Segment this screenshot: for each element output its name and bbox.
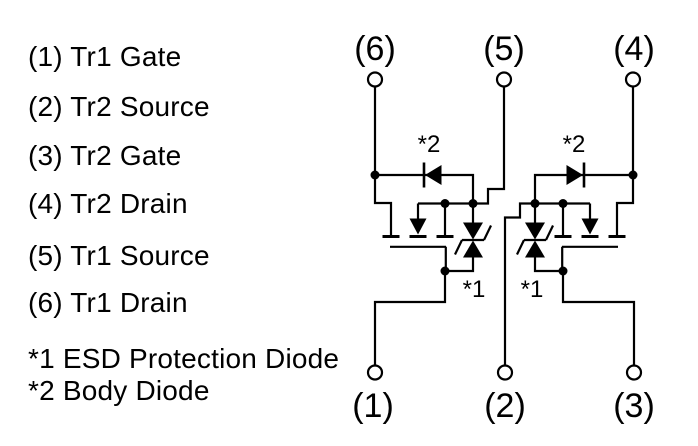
terminal-5-label: (5) bbox=[483, 30, 525, 68]
terminal-3-label: (3) bbox=[613, 387, 655, 425]
tr2-body-diode-mark: *2 bbox=[563, 131, 586, 158]
tr2-body-diode bbox=[566, 162, 586, 188]
pin-label-6: (6) Tr1 Drain bbox=[28, 287, 188, 318]
tr2-esd-bottom-wire bbox=[533, 257, 563, 273]
tr2-gate-line bbox=[561, 271, 636, 365]
tr1-body-arrow bbox=[409, 218, 427, 235]
tr1-esd-lower-triangle bbox=[463, 240, 483, 258]
pin-label-1: (1) Tr1 Gate bbox=[28, 41, 182, 72]
terminal-6-label: (6) bbox=[354, 30, 396, 68]
tr2-drain-line bbox=[615, 87, 635, 235]
terminal-2-pad bbox=[496, 364, 514, 381]
tr2-body-arrow bbox=[581, 218, 599, 235]
tr1-drain-junction-dot bbox=[370, 170, 380, 180]
tr1-esd-diode bbox=[445, 203, 492, 273]
note-esd-protection-diode: *1 ESD Protection Diode bbox=[28, 343, 340, 374]
tr2-source-junction-dot-1 bbox=[530, 199, 540, 208]
tr1-source-junction-dot-2 bbox=[468, 199, 478, 208]
tr2-body-diode-triangle bbox=[566, 165, 583, 185]
tr1-esd-upper-triangle bbox=[463, 222, 483, 240]
terminal-4-pad bbox=[624, 71, 642, 88]
tr1-gate-line bbox=[373, 271, 447, 365]
tr2-esd-zener-bar bbox=[516, 225, 554, 255]
pin-label-3: (3) Tr2 Gate bbox=[28, 140, 182, 171]
tr1-esd-zener-bar bbox=[454, 225, 492, 255]
tr2-gate-junction-dot bbox=[558, 266, 568, 276]
tr1-body-diode-triangle bbox=[425, 165, 442, 185]
tr1-drain-line bbox=[373, 87, 393, 235]
tr1-circuit bbox=[370, 87, 506, 365]
tr2-esd-lower-triangle bbox=[525, 240, 545, 258]
tr2-drain-junction-dot bbox=[628, 170, 638, 180]
terminal-5-pad bbox=[495, 71, 513, 88]
pin-label-5: (5) Tr1 Source bbox=[28, 240, 210, 271]
tr1-source-rail bbox=[418, 87, 506, 205]
tr1-body-diode bbox=[422, 162, 442, 188]
tr1-gate-junction-dot bbox=[440, 266, 450, 276]
terminal-3-pad bbox=[625, 364, 643, 381]
tr2-esd-diode bbox=[516, 203, 563, 273]
tr1-gate-plate bbox=[390, 245, 447, 271]
tr2-esd-diode-mark: *1 bbox=[521, 276, 544, 303]
terminal-1-label: (1) bbox=[352, 387, 394, 425]
tr2-mosfet bbox=[554, 203, 626, 271]
tr1-esd-diode-mark: *1 bbox=[463, 276, 486, 303]
tr1-body-diode-wire bbox=[375, 173, 475, 203]
terminal-4-label: (4) bbox=[613, 30, 655, 68]
terminal-2-label: (2) bbox=[484, 387, 526, 425]
tr1-body-diode-mark: *2 bbox=[418, 131, 441, 158]
tr1-source-junction-dot-1 bbox=[440, 199, 450, 208]
note-body-diode: *2 Body Diode bbox=[28, 375, 210, 406]
terminal-1-pad bbox=[366, 364, 384, 381]
terminal-6-pad bbox=[366, 71, 384, 88]
tr1-mosfet bbox=[382, 203, 454, 271]
tr1-esd-bottom-wire bbox=[445, 257, 475, 273]
tr2-circuit bbox=[503, 87, 638, 365]
pin-label-4: (4) Tr2 Drain bbox=[28, 188, 188, 219]
pin-label-2: (2) Tr2 Source bbox=[28, 91, 210, 122]
tr2-source-rail bbox=[503, 202, 590, 365]
tr2-esd-upper-triangle bbox=[525, 222, 545, 240]
tr2-body-diode-wire bbox=[533, 173, 633, 203]
tr2-source-junction-dot-2 bbox=[558, 199, 568, 208]
tr2-gate-plate bbox=[561, 245, 618, 271]
